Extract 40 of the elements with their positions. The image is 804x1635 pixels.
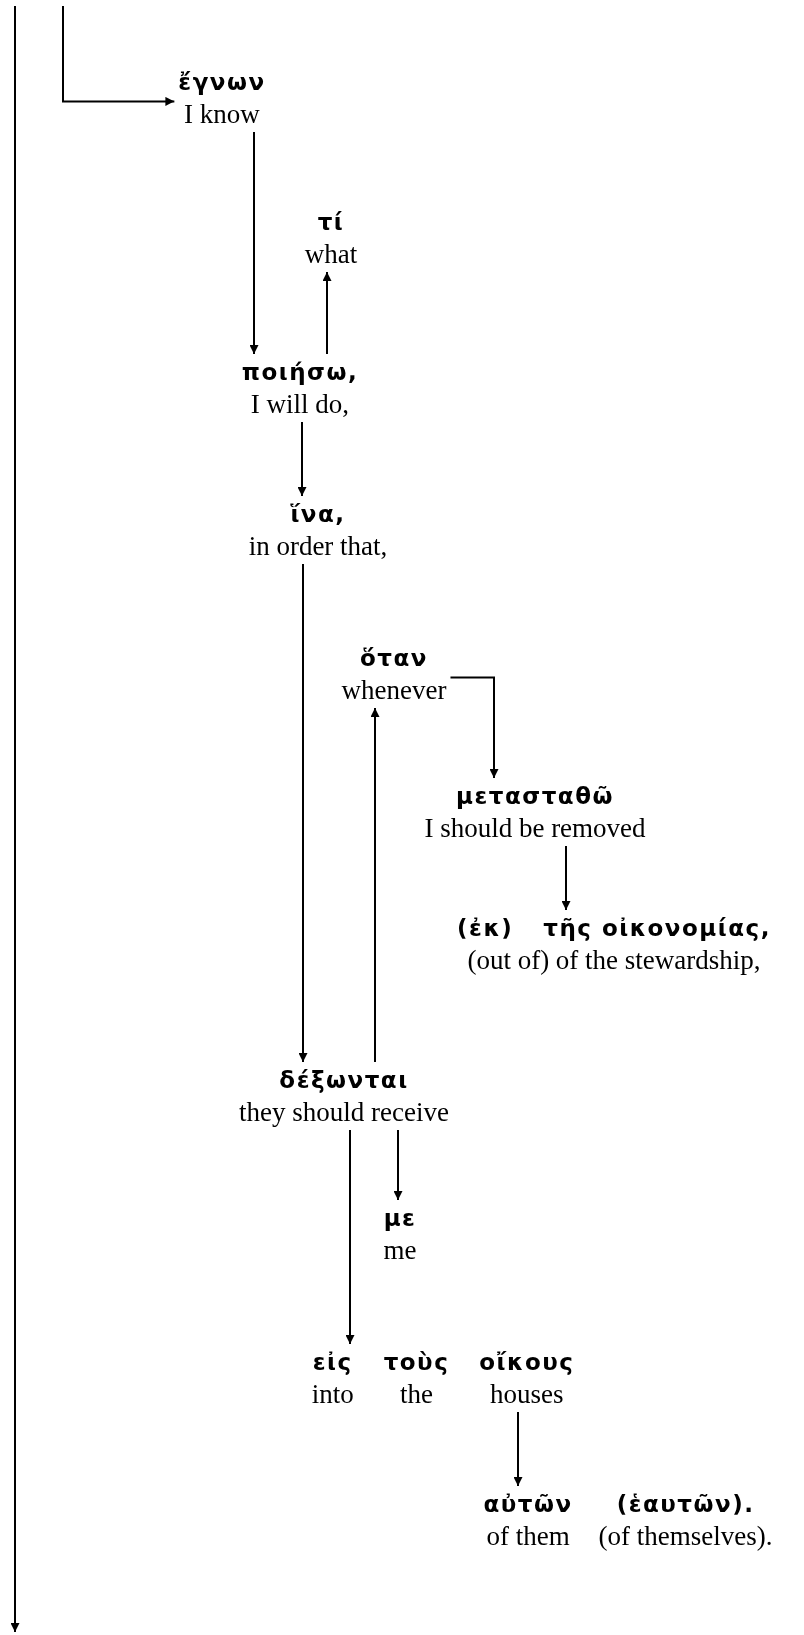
greek-word: οἴκους [479, 1348, 575, 1377]
arrow [449, 676, 499, 779]
english-gloss: (out of) of the stewardship, [467, 944, 761, 976]
greek-word: τί [317, 208, 345, 237]
english-gloss: I should be removed [424, 812, 646, 844]
greek-word: εἰς [312, 1348, 353, 1377]
greek-word: ἵνα, [290, 500, 346, 529]
arrow [561, 845, 571, 911]
arrow [393, 1129, 403, 1201]
arrow [345, 1129, 355, 1345]
greek-word: με [383, 1204, 417, 1233]
greek-word: (ἐκ) [457, 914, 514, 943]
english-gloss: what [304, 238, 358, 270]
arrow [297, 421, 307, 497]
english-gloss: into [311, 1378, 354, 1410]
arrow [298, 563, 308, 1063]
greek-word: ἔγνων [178, 68, 266, 97]
arrow [249, 131, 259, 355]
greek-word: δέξωνται [279, 1066, 409, 1095]
english-gloss: I know [184, 98, 260, 130]
english-gloss: in order that, [248, 530, 388, 562]
english-gloss: of them [486, 1520, 570, 1552]
english-gloss: (of themselves). [598, 1520, 773, 1552]
greek-word: τῆς οἰκονομίας, [543, 914, 771, 943]
greek-word: (ἑαυτῶν). [616, 1490, 755, 1519]
english-gloss: they should receive [239, 1096, 449, 1128]
arrow [370, 707, 380, 1063]
arrow [62, 5, 176, 106]
arrow [322, 271, 332, 355]
greek-word: ποιήσω, [241, 358, 359, 387]
english-gloss: the [399, 1378, 433, 1410]
english-gloss: houses [490, 1378, 564, 1410]
english-gloss: whenever [341, 674, 447, 706]
greek-word: αὐτῶν [483, 1490, 573, 1519]
greek-word: μετασταθῶ [456, 782, 614, 811]
greek-word: ὅταν [360, 644, 428, 673]
english-gloss: me [383, 1234, 417, 1266]
greek-word: τοὺς [383, 1348, 450, 1377]
arrow [513, 1411, 523, 1487]
english-gloss: I will do, [250, 388, 350, 420]
